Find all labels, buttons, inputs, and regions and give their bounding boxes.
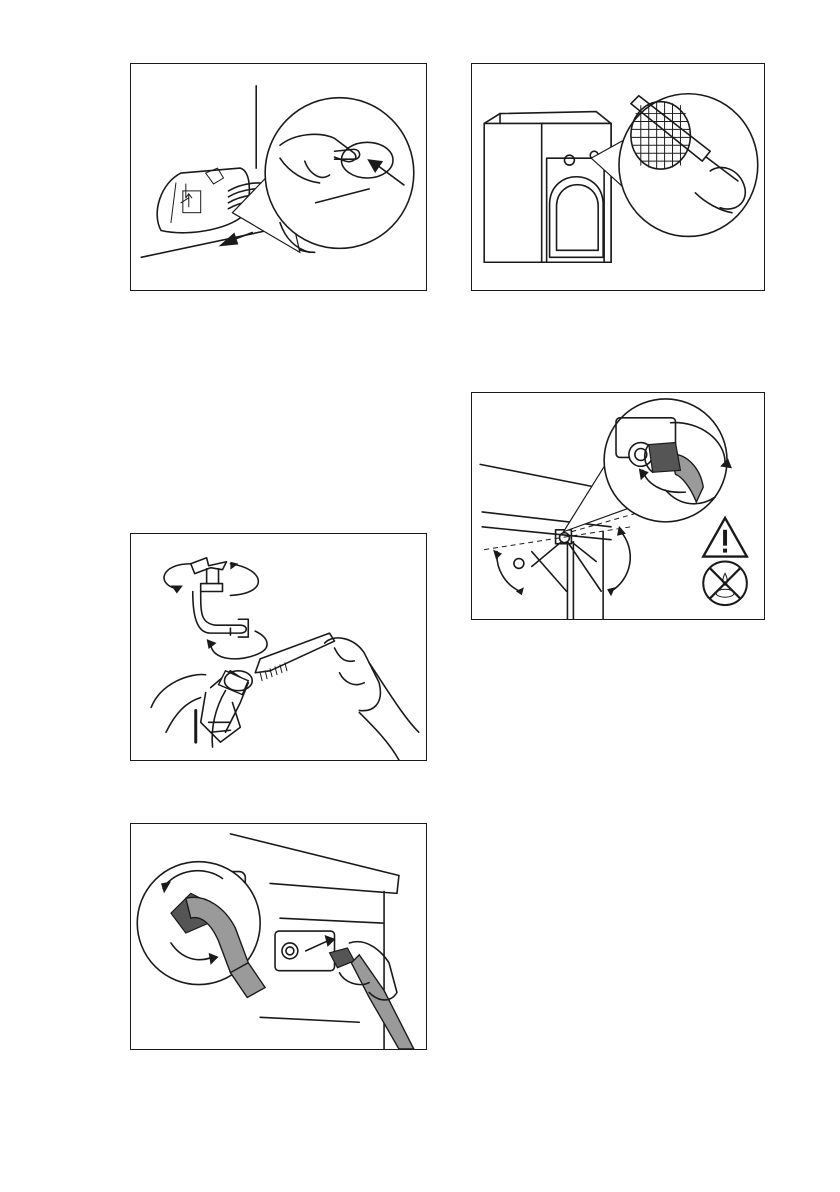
figure-hose-warning — [471, 392, 765, 620]
figure-inlet-filter — [471, 63, 765, 291]
no-water-icon — [703, 562, 747, 606]
warning-triangle-icon — [703, 518, 747, 557]
hose-warning-illustration — [472, 393, 764, 619]
tap-clean-illustration — [131, 534, 426, 760]
figure-tap-clean — [130, 533, 427, 761]
figure-pump-open — [130, 63, 427, 291]
hose-remove-illustration — [131, 824, 426, 1049]
inlet-filter-illustration — [472, 64, 764, 290]
pump-open-illustration — [131, 64, 426, 290]
figure-hose-remove — [130, 823, 427, 1050]
